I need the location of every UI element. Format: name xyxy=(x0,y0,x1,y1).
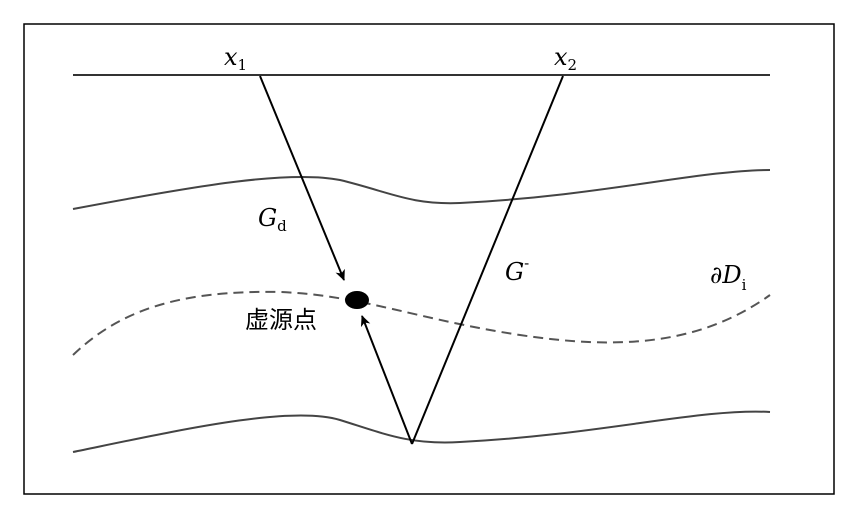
upgoing-ray-line xyxy=(411,75,564,445)
virtual-source-point xyxy=(345,291,369,309)
boundary-label: ∂Di xyxy=(710,261,747,294)
downgoing-ray-arrow xyxy=(259,75,345,281)
reflected-ray-arrow xyxy=(360,315,413,445)
receiver-x2-label: x2 xyxy=(554,43,577,74)
lower-layer-boundary xyxy=(72,410,771,453)
virtual-source-label: 虚源点 xyxy=(245,306,317,334)
downgoing-green-label: Gd xyxy=(258,204,287,235)
upper-layer-boundary xyxy=(72,169,771,210)
virtual-boundary-dashed xyxy=(72,290,771,356)
frame xyxy=(23,23,835,495)
receiver-x1-label: x1 xyxy=(224,43,247,74)
upgoing-green-label: G- xyxy=(505,254,529,286)
